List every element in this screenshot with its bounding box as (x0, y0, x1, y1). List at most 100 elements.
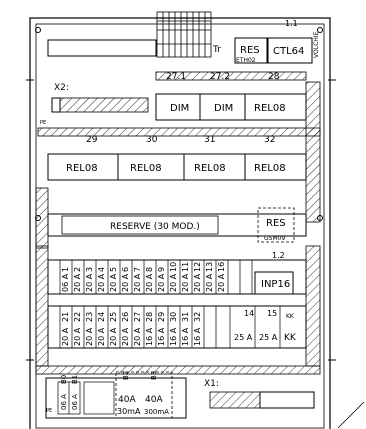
hatch-band-right-mid (305, 245, 321, 367)
row1-number-3: 28 (268, 72, 280, 82)
breaker-row1-rating-1: 06 A (61, 273, 70, 292)
rcd-sens-1: 30mA (117, 407, 141, 416)
bottom-small-breakers (57, 381, 115, 415)
b-left-rating-1: 06 A (60, 394, 68, 410)
breaker-row1-id-3: 3 (85, 267, 94, 272)
pe-bottom-label: PE (46, 408, 52, 414)
breaker-row2-rating-6: 20 A (121, 327, 130, 346)
hatch-right-column (305, 81, 321, 223)
b-left-rating-2: 06 A (71, 394, 79, 410)
side-tick-marks (26, 79, 336, 361)
rcd-rating-2: 40A (145, 395, 163, 405)
kk-small-label: KK (286, 313, 295, 320)
tr-label: Tr (212, 45, 221, 55)
breaker-row2-id-5: 25 (109, 312, 118, 322)
breaker-row2-id-6: 26 (121, 312, 130, 322)
breaker-row2-rating-3: 20 A (85, 327, 94, 346)
eth-label: ETH02 (236, 57, 256, 64)
kk-label: KK (284, 333, 297, 343)
breaker-row1-ratings: 06 A 20 A 20 A 20 A 20 A 20 A 20 A 20 A … (61, 273, 226, 292)
row2-module-2: REL08 (130, 163, 162, 174)
breaker-row2-ratings: 20 A 20 A 20 A 20 A 20 A 20 A 20 A 16 A … (61, 327, 278, 346)
breaker-row2-id-10: 30 (169, 312, 178, 322)
hatch-band-mid (35, 245, 49, 367)
breaker-row1-rating-5: 20 A (109, 273, 118, 292)
breaker-row1-rating-3: 20 A (85, 273, 94, 292)
breaker-row2-id-1: 21 (61, 312, 70, 322)
pe-top-label: PE (40, 120, 46, 126)
reserve-label: RESERVE (30 MOD.) (110, 222, 200, 232)
breaker-row2-id-13: 14 (244, 309, 254, 318)
hatch-strip-row2 (37, 127, 321, 137)
panel-outer-frame (29, 17, 331, 429)
breaker-row2-rating-13: 25 A (234, 333, 253, 342)
breaker-row1-rating-9: 20 A (157, 273, 166, 292)
res-module-top (234, 37, 268, 64)
breaker-row2-rating-12: 16 A (193, 327, 202, 346)
row2-number-2: 30 (146, 135, 158, 145)
reserve-block (61, 215, 219, 235)
breaker-row2-rating-4: 20 A (97, 327, 106, 346)
ref-1-1-label: 1.1 (285, 19, 298, 28)
ctl-label: CTL64 (273, 46, 304, 57)
breaker-row1-rating-7: 20 A (133, 273, 142, 292)
breaker-row2-rating-5: 20 A (109, 327, 118, 346)
breaker-row2-rating-9: 16 A (157, 327, 166, 346)
breaker-row2-id-7: 27 (133, 312, 142, 322)
row2-module-3: REL08 (194, 163, 226, 174)
ctl-module (267, 37, 313, 64)
breaker-row2-id-2: 22 (73, 312, 82, 322)
breaker-row2-id-14: 15 (267, 309, 277, 318)
breaker-row2-rail (47, 305, 307, 349)
breaker-row2-rating-2: 20 A (73, 327, 82, 346)
breaker-row1-id-4: 4 (97, 267, 106, 272)
rcd-sens-2: 300mA (144, 408, 169, 416)
breaker-row1-id-12: 12 (193, 262, 202, 272)
res-label-top: RES (240, 45, 260, 56)
breaker-row1-rating-12: 20 A (193, 273, 202, 292)
breaker-row2-id-11: 31 (181, 312, 190, 322)
x1-terminal-strip (209, 391, 261, 409)
breaker-row1-rating-14: 20 A (217, 273, 226, 292)
row1-din-rail (155, 93, 307, 121)
breaker-row2-rating-11: 16 A (181, 327, 190, 346)
x1-label: X1: (204, 379, 219, 389)
breaker-row2-ids: 21 22 23 24 25 26 27 28 29 30 31 32 14 1… (61, 309, 277, 322)
breaker-row1-rating-11: 20 A (181, 273, 190, 292)
breaker-row2-rating-1: 20 A (61, 327, 70, 346)
row1-number-2: 27.2 (210, 72, 230, 82)
b-left-id-2: B1 (71, 375, 79, 384)
rcd-block (115, 371, 173, 419)
breaker-row2-rating-14: 25 A (259, 333, 278, 342)
row1-module-3: REL08 (254, 103, 286, 114)
breaker-row1-rating-13: 20 A (205, 273, 214, 292)
breaker-row1-id-10: 10 (169, 262, 178, 272)
rcd-rating-1: 40A (118, 395, 136, 405)
breaker-row1-ids: 1 2 3 4 5 6 7 8 9 10 11 12 13 16 (61, 262, 226, 272)
breaker-row1-cells (59, 260, 253, 294)
row2-number-4: 32 (264, 135, 275, 145)
breaker-row2-id-8: 28 (145, 312, 154, 322)
breaker-row2-id-9: 29 (157, 312, 166, 322)
row2-module-4: REL08 (254, 163, 286, 174)
res-gsm-module (257, 207, 295, 243)
row1-number-1: 27.1 (166, 72, 186, 82)
breaker-row1-id-13: 13 (205, 262, 214, 272)
row1-module-1: DIM (170, 103, 189, 114)
side-vertical-label: VOLCHIE (313, 31, 320, 58)
breaker-row2-id-4: 24 (97, 312, 106, 322)
top-terminal-block (156, 11, 212, 58)
rcd-id-2: B3 (150, 371, 158, 380)
breaker-row2-id-3: 23 (85, 312, 94, 322)
hatch-left-lower (35, 187, 49, 249)
row2-module-1: REL08 (66, 163, 98, 174)
x2-label: X2: (54, 83, 69, 93)
breaker-row1-rail (47, 259, 307, 295)
gsm-label: GSM09 (264, 235, 285, 242)
x2-terminal-end (51, 97, 61, 113)
breaker-row1-rating-6: 20 A (121, 273, 130, 292)
breaker-row1-id-6: 6 (121, 267, 130, 272)
breaker-row1-rating-4: 20 A (97, 273, 106, 292)
row3-din-rail (47, 213, 307, 237)
